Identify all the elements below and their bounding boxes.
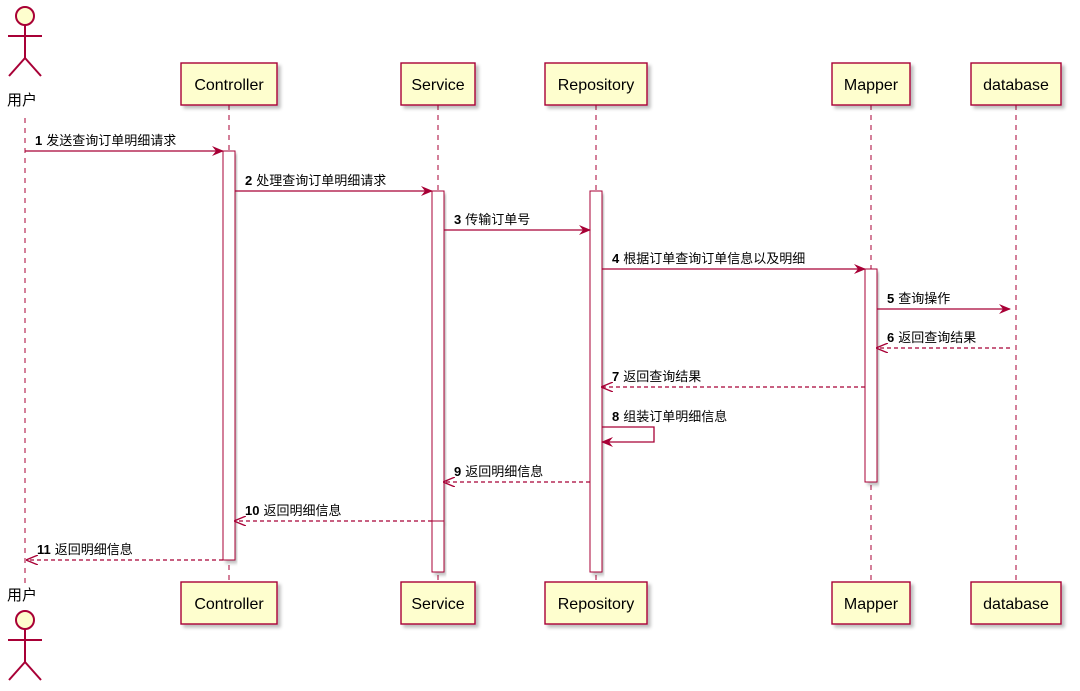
message-5: 5 查询操作 (877, 291, 1011, 314)
participant-box (831, 581, 911, 625)
actor-top: 用户 (7, 6, 42, 109)
message-label: 3 传输订单号 (454, 212, 530, 227)
message-number: 6 (887, 330, 894, 345)
participant-box (180, 62, 278, 106)
message-text: 根据订单查询订单信息以及明细 (623, 251, 805, 266)
message-text: 查询操作 (898, 291, 950, 306)
message-text: 返回查询结果 (623, 369, 701, 384)
message-6: 6 返回查询结果 (877, 330, 1010, 348)
message-text: 返回明细信息 (263, 503, 341, 518)
message-number: 11 (37, 542, 51, 557)
participant-box (970, 581, 1062, 625)
participant-box (400, 62, 476, 106)
participant-label: Controller (194, 77, 264, 94)
message-text: 处理查询订单明细请求 (256, 173, 386, 188)
message-label: 9 返回明细信息 (454, 464, 543, 479)
message-text: 返回明细信息 (465, 464, 543, 479)
activation-bar-controller (222, 150, 236, 561)
message-8: 8 组装订单明细信息 (601, 409, 727, 447)
participant-controller-bottom: Controller (180, 581, 278, 625)
participant-label: database (983, 77, 1049, 94)
message-number: 5 (887, 291, 894, 306)
message-label: 7 返回查询结果 (612, 369, 701, 384)
activation-bar-service (431, 520, 445, 573)
message-7: 7 返回查询结果 (602, 369, 865, 387)
message-label: 10 返回明细信息 (245, 503, 341, 518)
participant-controller-top: Controller (180, 62, 278, 106)
message-number: 8 (612, 409, 619, 424)
message-label: 8 组装订单明细信息 (612, 409, 727, 424)
actor-bottom: 用户 (7, 587, 42, 681)
activation-bar-repository (589, 190, 603, 573)
participant-label: Mapper (844, 77, 899, 94)
participant-box (180, 581, 278, 625)
participant-label: Controller (194, 596, 264, 613)
participant-service-top: Service (400, 62, 476, 106)
message-text: 返回明细信息 (55, 542, 133, 557)
participant-repository-bottom: Repository (544, 581, 648, 625)
message-number: 9 (454, 464, 461, 479)
message-text: 发送查询订单明细请求 (46, 133, 176, 148)
message-label: 1 发送查询订单明细请求 (35, 133, 176, 148)
actor-label: 用户 (7, 92, 37, 109)
message-text: 组装订单明细信息 (623, 409, 727, 424)
message-10: 10 返回明细信息 (235, 503, 432, 521)
message-11: 11 返回明细信息 (27, 542, 223, 560)
message-arrow (601, 426, 655, 447)
participant-label: Mapper (844, 596, 899, 613)
participant-label: database (983, 596, 1049, 613)
participant-label: Service (411, 77, 464, 94)
activation-bar-service (431, 190, 445, 522)
message-label: 2 处理查询订单明细请求 (245, 173, 386, 188)
participant-box (831, 62, 911, 106)
activation-bar-mapper (864, 268, 878, 483)
participant-mapper-top: Mapper (831, 62, 911, 106)
stick-figure-icon (8, 610, 42, 681)
message-number: 7 (612, 369, 619, 384)
participant-box (544, 62, 648, 106)
message-text: 返回查询结果 (898, 330, 976, 345)
participant-mapper-bottom: Mapper (831, 581, 911, 625)
message-label: 6 返回查询结果 (887, 330, 976, 345)
message-number: 3 (454, 212, 461, 227)
message-number: 10 (245, 503, 259, 518)
participant-label: Repository (558, 77, 634, 94)
stick-figure-icon (8, 6, 42, 77)
participant-box (400, 581, 476, 625)
participant-repository-top: Repository (544, 62, 648, 106)
message-number: 2 (245, 173, 252, 188)
message-number: 1 (35, 133, 42, 148)
message-text: 传输订单号 (465, 212, 530, 227)
participant-database-bottom: database (970, 581, 1062, 625)
participant-box (970, 62, 1062, 106)
participant-label: Service (411, 596, 464, 613)
actor-label: 用户 (7, 587, 37, 604)
message-label: 5 查询操作 (887, 291, 950, 306)
participant-box (544, 581, 648, 625)
message-label: 11 返回明细信息 (37, 542, 133, 557)
message-9: 9 返回明细信息 (444, 464, 590, 482)
message-1: 1 发送查询订单明细请求 (25, 133, 224, 156)
participant-database-top: database (970, 62, 1062, 106)
message-number: 4 (612, 251, 620, 266)
message-3: 3 传输订单号 (444, 212, 591, 235)
message-2: 2 处理查询订单明细请求 (235, 173, 433, 196)
participant-service-bottom: Service (400, 581, 476, 625)
participant-label: Repository (558, 596, 634, 613)
